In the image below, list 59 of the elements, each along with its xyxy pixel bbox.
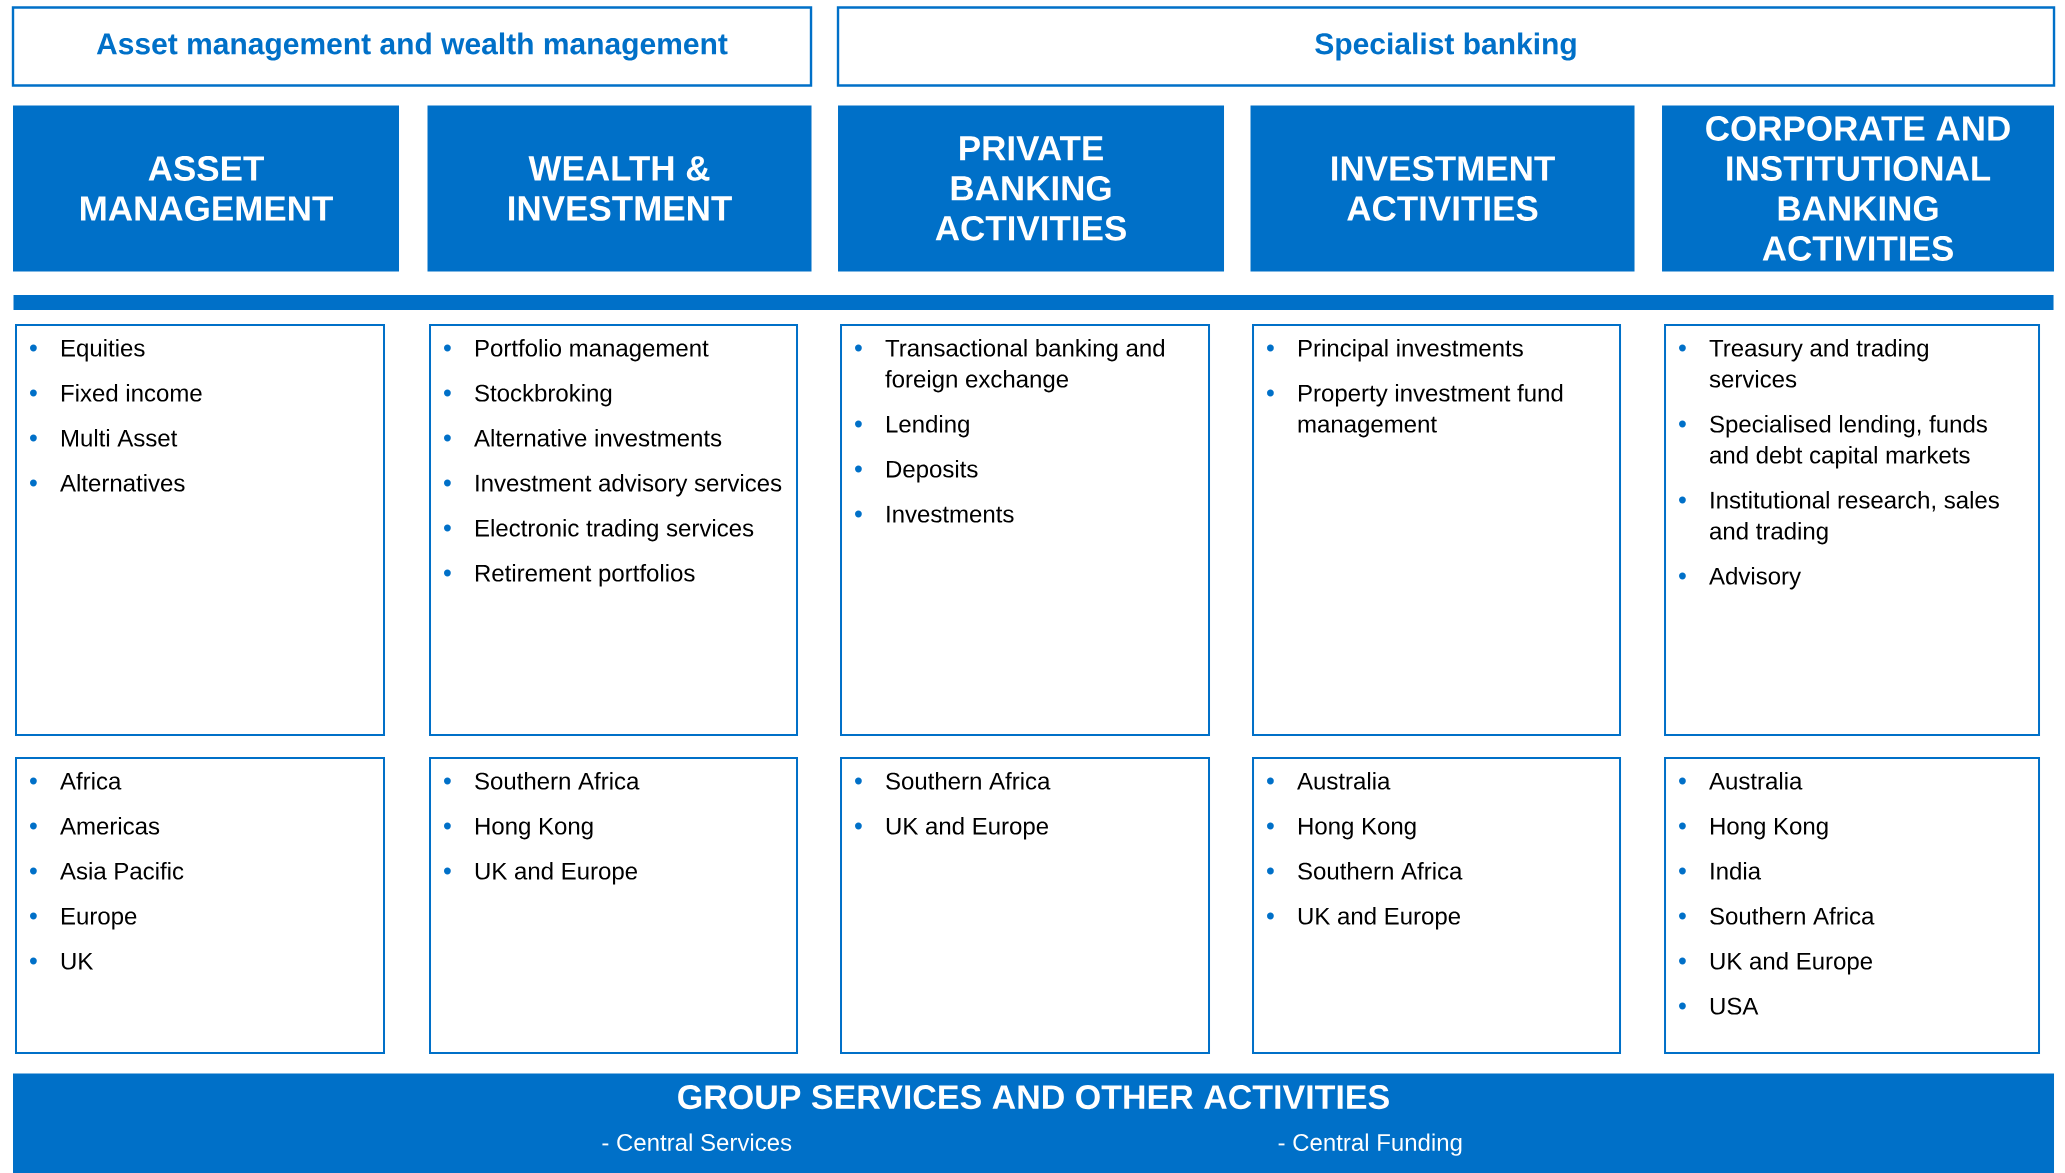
bullet-item: UK and Europe (1298, 907, 1460, 930)
bullet-item: USA (1710, 997, 1759, 1015)
bullet-item: Southern Africa (886, 772, 1051, 790)
bullet-item: Retirement portfolios (476, 564, 695, 587)
content-box (1252, 757, 1621, 1054)
column-header-box: PRIVATE BANKING ACTIVITIES (838, 105, 1224, 272)
bullet-item: Asia Pacific (60, 862, 184, 880)
content-box (1664, 324, 2040, 736)
bullet-item: Investment advisory services (476, 474, 782, 497)
bullet-item: Alternatives (60, 474, 185, 492)
bullet-item: Hong Kong (1711, 817, 1828, 840)
bullet-item: Specialised lending, funds and debt capital markets (1710, 415, 1987, 469)
column-header-box: INVESTMENT ACTIVITIES (1250, 105, 1635, 272)
bullet-item: Deposits (887, 460, 978, 483)
bullet-item: Principal investments (1299, 339, 1523, 362)
bullet-item: UK and Europe (886, 817, 1048, 840)
column-header-box: CORPORATE AND INSTITUTIONAL BANKING ACTIVITIES (1662, 105, 2055, 272)
bullet-item: Equities (62, 339, 145, 362)
bullet-item: Australia (1709, 772, 1803, 790)
bullet-item: Multi Asset (62, 429, 178, 447)
section-header-box: Asset management and wealth management (11, 6, 813, 87)
bullet-item: Stockbroking (475, 384, 612, 407)
bullet-item: Fixed income (62, 384, 202, 402)
bullet-item: UK and Europe (1710, 952, 1872, 975)
column-header-box: ASSET MANAGEMENT (13, 105, 399, 272)
bullet-item: Southern Africa (1710, 907, 1875, 925)
content-box (1664, 757, 2040, 1054)
footer-band: GROUP SERVICES AND OTHER ACTIVITIES - Central Services - Central Funding (13, 1073, 2055, 1173)
bullet-item: India (1711, 862, 1762, 880)
bullet-item: Treasury and trading services (1709, 339, 1928, 388)
bullet-item: Lending (887, 415, 969, 438)
section-header-box: Specialist banking (836, 6, 2056, 87)
bullet-item: Advisory (1709, 567, 1801, 590)
content-box (1252, 324, 1621, 736)
bullet-item: Europe (62, 907, 137, 930)
bullet-item: Africa (60, 772, 122, 790)
bullet-item: Australia (1297, 772, 1391, 790)
bullet-item: UK and Europe (475, 862, 637, 885)
content-box (840, 324, 1210, 736)
bullet-item: Americas (60, 817, 160, 835)
bullet-item: Transactional banking and foreign exchange (885, 339, 1164, 393)
content-box (15, 324, 385, 736)
bullet-item: UK (61, 952, 94, 970)
content-box (429, 757, 798, 1054)
bullet-item: Southern Africa (1298, 862, 1463, 880)
bullet-item: Portfolio management (476, 339, 709, 362)
horizontal-bar (13, 295, 2054, 310)
bullet-item: Property investment fund management (1298, 384, 1563, 438)
content-box (15, 757, 385, 1054)
bullet-item: Electronic trading services (476, 519, 754, 542)
content-box (840, 757, 1210, 1054)
content-box (429, 324, 798, 736)
bullet-item: Hong Kong (1299, 817, 1416, 840)
bullet-item: Hong Kong (476, 817, 593, 840)
bullet-item: Institutional research, sales and trading (1710, 491, 1999, 545)
bullet-item: Alternative investments (474, 429, 722, 447)
bullet-item: Investments (887, 505, 1014, 523)
column-header-box: WEALTH & INVESTMENT (427, 105, 812, 272)
bullet-item: Southern Africa (475, 772, 640, 790)
